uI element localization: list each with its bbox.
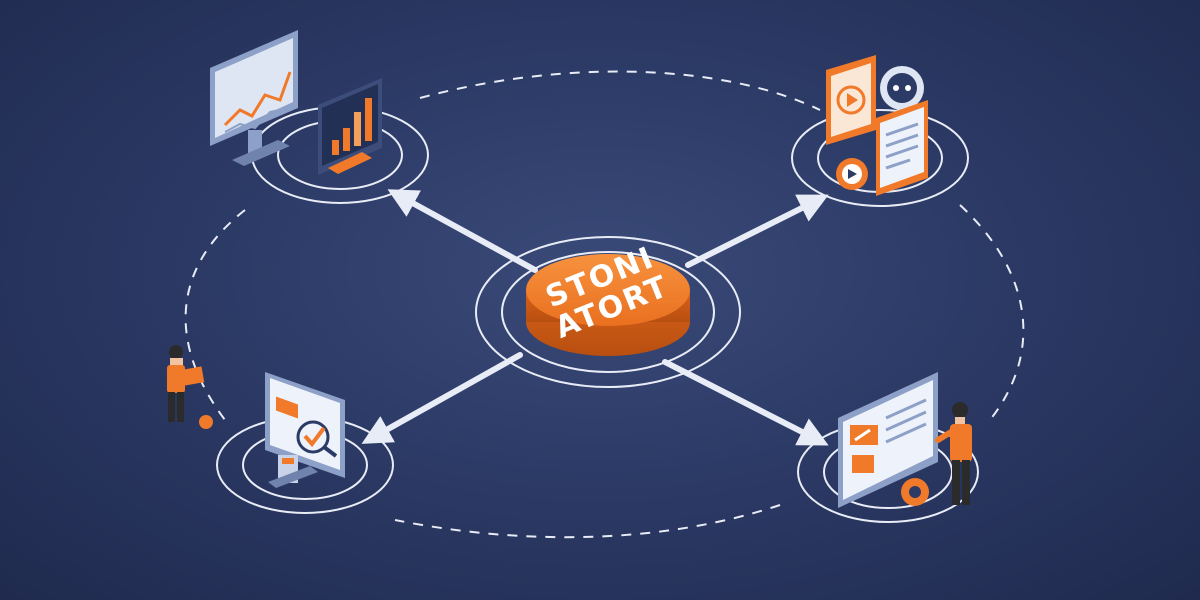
chat-bubble-icon	[880, 66, 924, 118]
person-presenting-figure	[935, 402, 972, 505]
bar-chart-icon	[318, 78, 382, 175]
presentation-node	[838, 372, 938, 508]
arrow-to-media	[685, 194, 829, 268]
line-chart-icon	[210, 30, 298, 166]
presentation-board-icon	[838, 372, 938, 508]
arrow-to-analytics	[387, 189, 538, 273]
gear-play-icon	[836, 158, 868, 190]
person-with-laptop-figure	[167, 345, 213, 429]
arrow-to-target	[361, 352, 523, 444]
target-node	[265, 372, 345, 488]
video-play-icon	[826, 55, 876, 145]
hub-rings	[475, 236, 741, 388]
document-icon	[876, 100, 928, 196]
connector-arrows	[361, 189, 829, 446]
arrow-to-presentation	[662, 359, 829, 446]
analytics-node	[210, 30, 382, 175]
central-hub: STONI ATORT	[526, 240, 690, 356]
media-node	[826, 55, 928, 196]
gear-icon	[901, 478, 929, 506]
outer-dashed-orbit	[184, 70, 1025, 539]
monitor-target-icon	[265, 372, 345, 488]
